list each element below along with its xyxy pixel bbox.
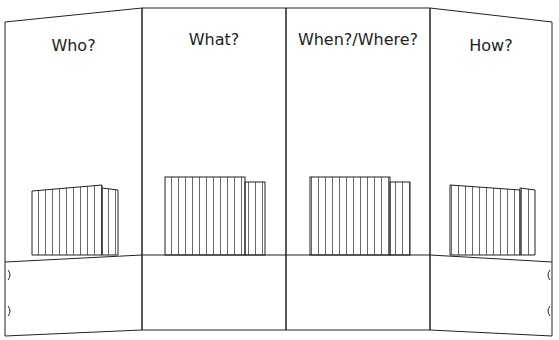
fold-mark (548, 270, 550, 316)
tab-pocket (32, 185, 102, 255)
panel-outline (142, 8, 286, 330)
board-panel: What? (142, 8, 286, 330)
board-panel: Who? (5, 8, 142, 336)
tab-pocket (165, 177, 245, 255)
panel-heading: When?/Where? (298, 30, 418, 49)
panel-outline (5, 8, 142, 336)
tab-pocket (102, 188, 118, 255)
panel-outline (286, 8, 430, 330)
tab-pocket (450, 185, 520, 255)
tab-pocket (390, 182, 410, 255)
fold-mark (8, 270, 10, 316)
panel-outline (430, 8, 552, 336)
panel-heading: How? (469, 36, 512, 55)
tab-pocket (310, 177, 390, 255)
board-panel: How? (430, 8, 552, 336)
panel-outline (430, 8, 552, 336)
strip-line (5, 255, 552, 262)
panel-heading: What? (189, 30, 240, 49)
tab-pocket (245, 182, 265, 255)
tab-pocket (520, 188, 535, 255)
panel-outline (286, 8, 430, 330)
panel-outline (142, 8, 286, 330)
panel-outline (5, 8, 142, 336)
panel-heading: Who? (51, 36, 95, 55)
board-panel: When?/Where? (286, 8, 430, 330)
